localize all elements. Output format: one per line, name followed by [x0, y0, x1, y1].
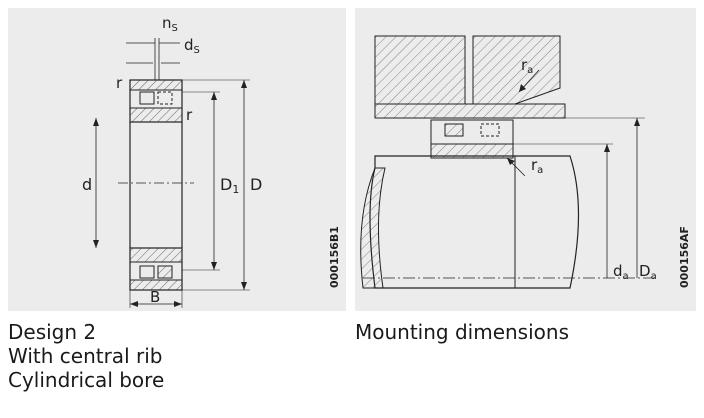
figure-code: 000156AF [678, 226, 691, 288]
label-da: da [613, 262, 629, 282]
mounting-dimensions-figure: ra ra da Da 000156AF [355, 8, 696, 311]
label-Da: Da [639, 262, 657, 282]
label-d: d [82, 175, 92, 194]
caption-line-3: Cylindrical bore [8, 368, 165, 392]
label-r-inner: r [186, 106, 193, 124]
label-D1: D1 [220, 175, 239, 196]
label-ra-top: ra [521, 56, 533, 76]
label-D: D [250, 175, 262, 194]
mounting-drawing: ra ra da Da 000156AF [360, 35, 691, 289]
caption-mounting: Mounting dimensions [355, 320, 569, 344]
label-ds: dS [184, 36, 200, 56]
label-ns: nS [162, 14, 178, 34]
bearing-cross-section-drawing: nS dS r r d D1 D B 000156B1 [82, 14, 341, 308]
caption-line-1: Design 2 [8, 320, 97, 344]
bearing-design-figure: nS dS r r d D1 D B 000156B1 [8, 8, 346, 311]
caption-line-1: Mounting dimensions [355, 320, 569, 344]
figure-code: 000156B1 [328, 226, 341, 288]
caption-design: Design 2 With central rib Cylindrical bo… [8, 320, 164, 392]
label-ra-bottom: ra [531, 156, 543, 176]
caption-line-2: With central rib [8, 344, 163, 368]
label-r-top: r [116, 74, 123, 92]
label-B: B [150, 288, 160, 306]
